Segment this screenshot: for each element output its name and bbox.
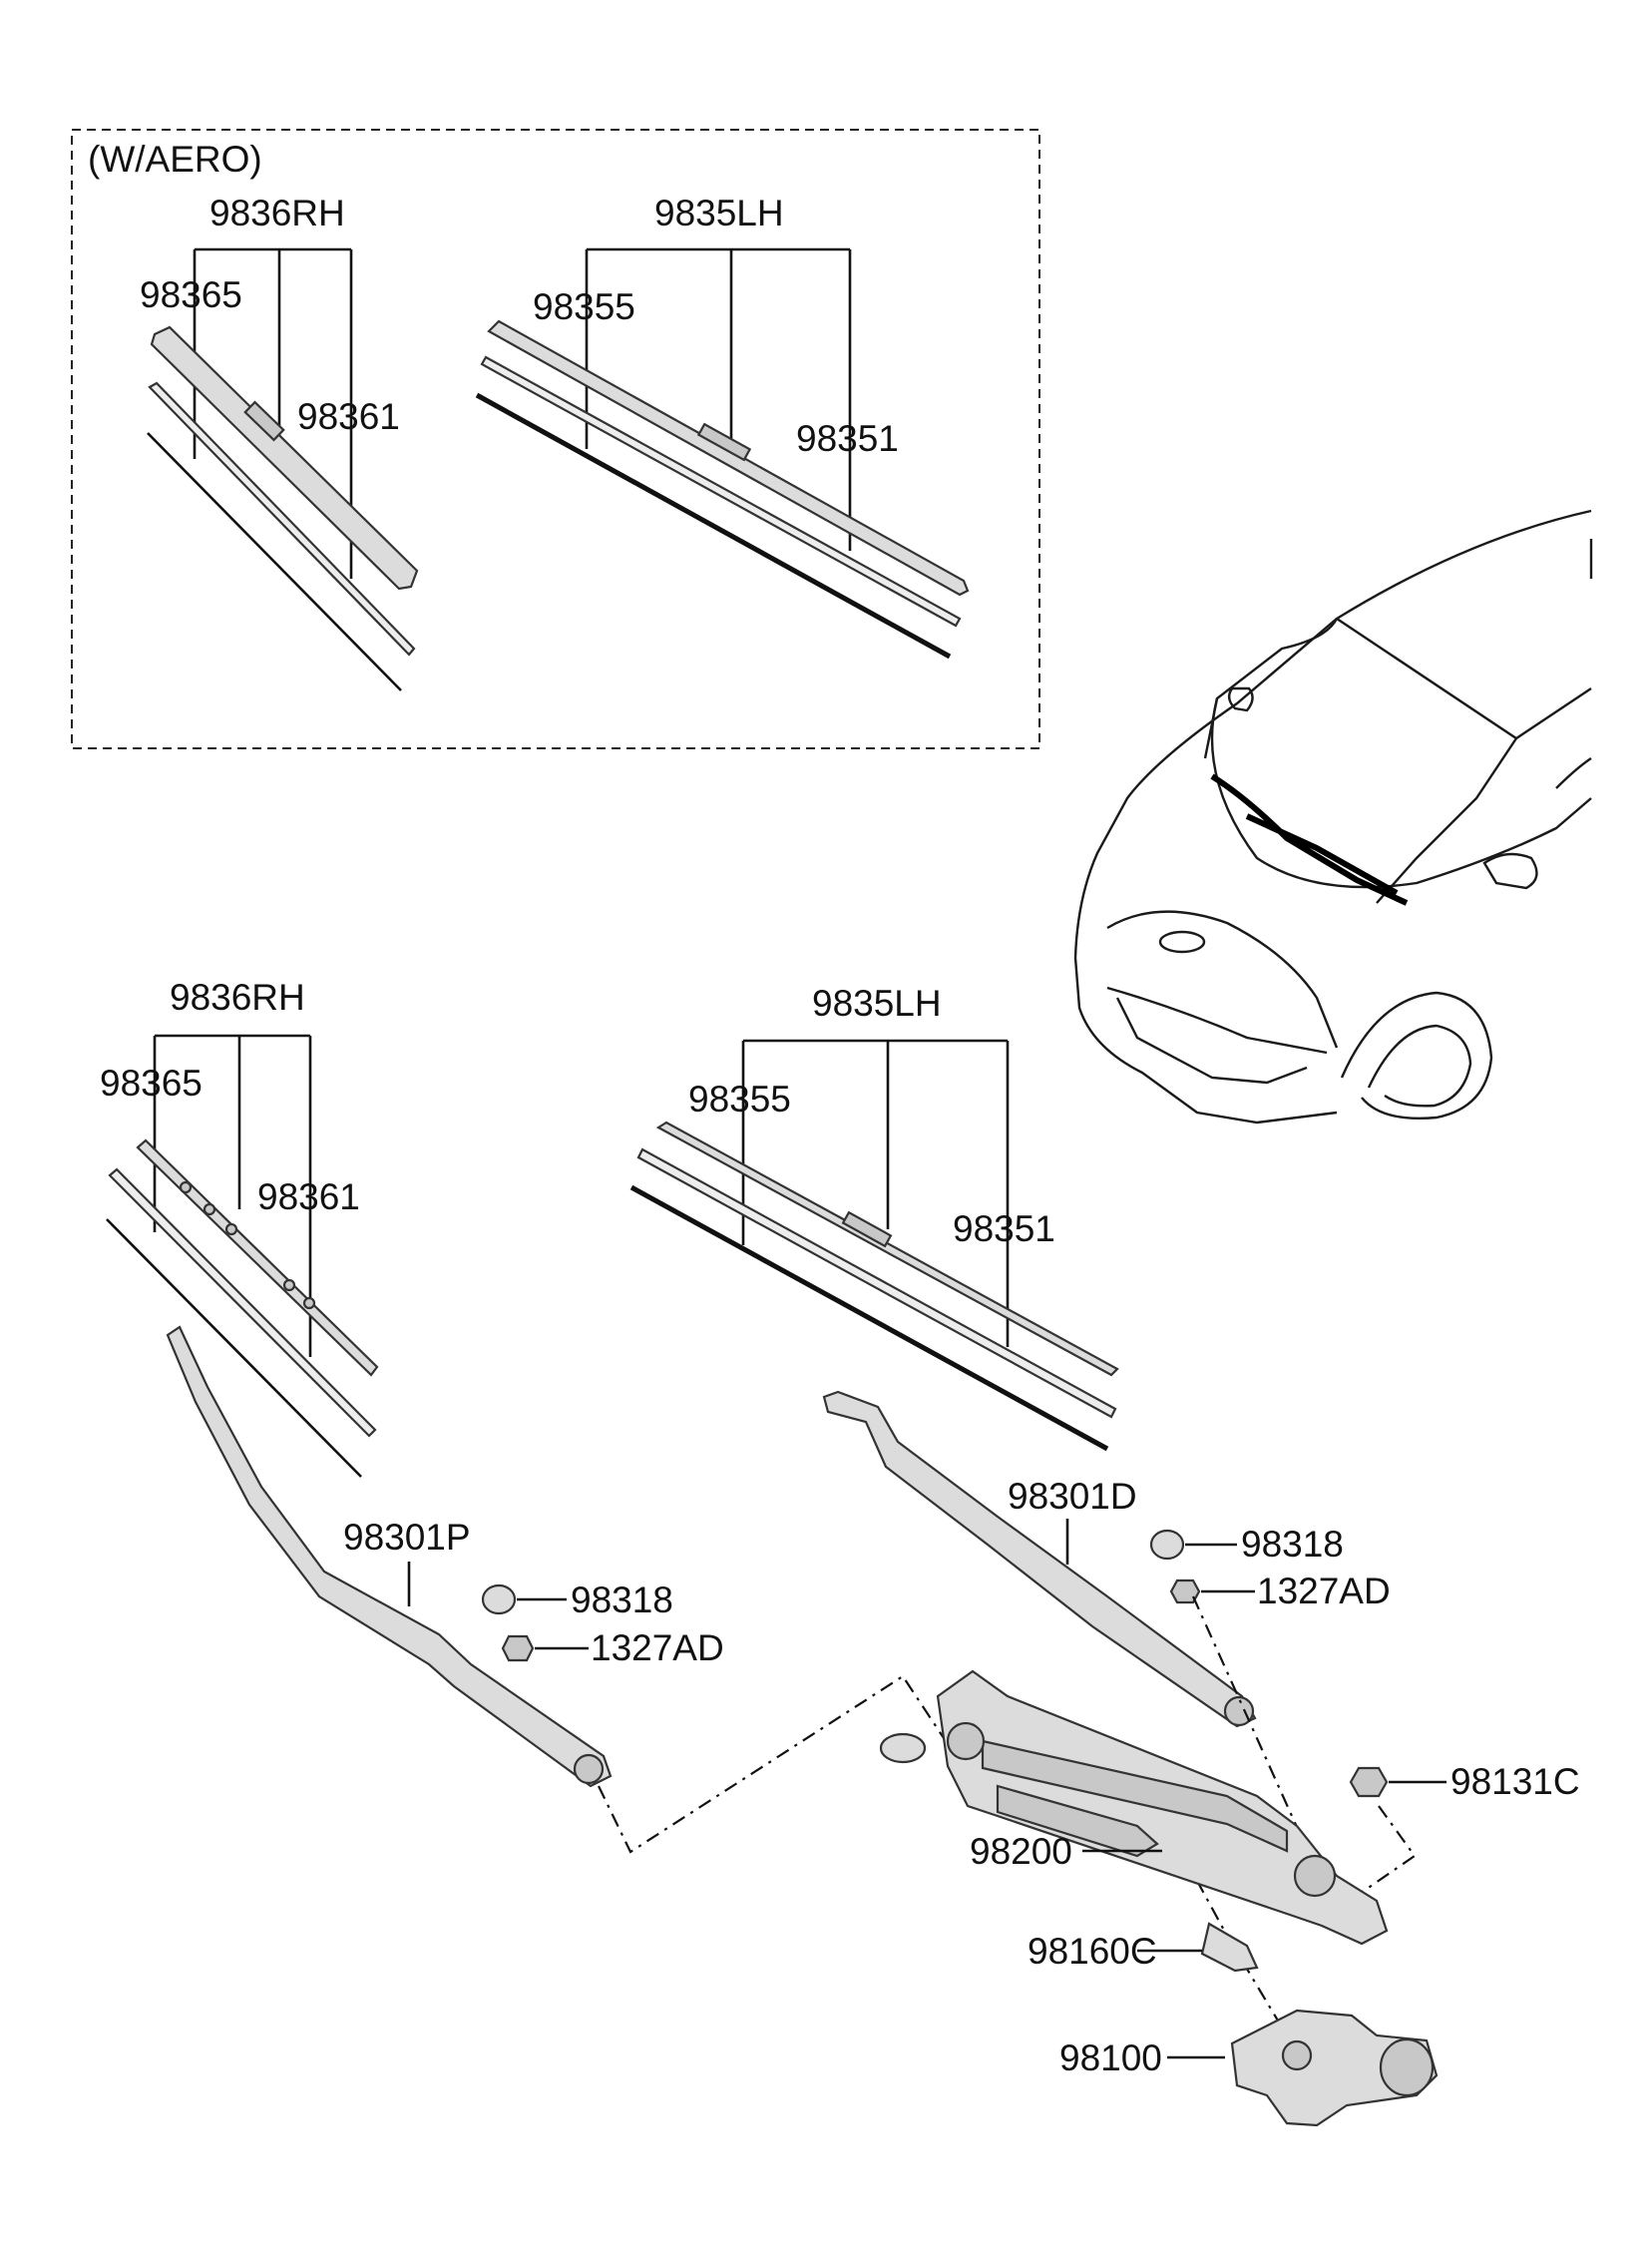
driver-arm-pivot xyxy=(1223,1695,1255,1727)
wiper-motor-group: 98100 xyxy=(1059,2009,1439,2127)
std-lh-assembly-label: 9835LH xyxy=(812,983,942,1024)
std-rh-frame-hole xyxy=(179,1180,193,1194)
car-body-detail xyxy=(1555,539,1593,789)
car-front-wheel xyxy=(1340,991,1493,1120)
car-front-fascia xyxy=(1106,910,1339,1055)
std-lh-blade-assembly[interactable]: 9835LH 98355 98351 xyxy=(629,983,1119,1452)
aero-lh-part-98355-label: 98355 xyxy=(533,286,635,327)
std-lh-blade-clip xyxy=(841,1210,893,1248)
car-hood-windshield xyxy=(1203,618,1592,904)
aero-rh-assembly-label: 9836RH xyxy=(209,193,345,233)
aero-lh-rail[interactable] xyxy=(475,392,952,660)
std-lh-blade-frame[interactable] xyxy=(655,1121,1119,1377)
std-rh-part-98361-label: 98361 xyxy=(257,1176,360,1217)
right-pivot-nut[interactable] xyxy=(1169,1578,1201,1604)
linkage-pivot-left xyxy=(946,1721,986,1761)
motor-bracket-group: 98160C xyxy=(1028,1922,1259,1973)
aero-lh-blade-clip xyxy=(696,422,752,462)
guide-line-left xyxy=(598,1674,947,1854)
aero-rh-blade[interactable] xyxy=(150,325,419,591)
aero-lh-leader-lines xyxy=(585,247,852,551)
linkage-rod-upper xyxy=(981,1739,1289,1853)
motor-bracket[interactable] xyxy=(1200,1922,1259,1973)
passenger-arm-pivot xyxy=(573,1753,605,1785)
left-pivot-nut[interactable] xyxy=(501,1634,535,1662)
left-nut-label: 1327AD xyxy=(591,1627,724,1668)
std-rh-rail[interactable] xyxy=(106,1218,362,1478)
aero-lh-part-98351-label: 98351 xyxy=(796,418,899,459)
std-lh-part-98355-label: 98355 xyxy=(688,1079,791,1120)
car-roof-rail-marker xyxy=(1227,686,1254,712)
car-grille xyxy=(1115,997,1308,1085)
std-rh-frame-hole xyxy=(224,1222,238,1236)
linkage-mount-left xyxy=(879,1732,927,1764)
std-rh-frame-hole xyxy=(302,1296,316,1310)
passenger-wiper-arm[interactable] xyxy=(166,1325,613,1788)
aero-group-frame xyxy=(71,129,1040,749)
linkage-label: 98200 xyxy=(970,1831,1072,1872)
std-rh-assembly-label: 9836RH xyxy=(170,977,305,1018)
car-side-mirror xyxy=(1482,852,1538,890)
motor-label: 98100 xyxy=(1059,2037,1162,2078)
aero-group: (W/AERO) 9836RH 98365 98361 9835LH 98355… xyxy=(71,129,1040,749)
wiper-arms: 98301P 98301D xyxy=(166,1325,1257,1788)
std-rh-frame-hole xyxy=(282,1278,296,1292)
car-body-outline xyxy=(1073,509,1592,1125)
std-lh-leader-lines xyxy=(741,1039,1010,1347)
car-emblem xyxy=(1158,930,1206,954)
right-pivot-cap[interactable] xyxy=(1149,1529,1185,1561)
std-rh-blade-frame[interactable] xyxy=(136,1138,379,1377)
linkage-pivot-right xyxy=(1293,1854,1337,1898)
passenger-arm-label: 98301P xyxy=(343,1517,471,1558)
std-rh-blade-assembly[interactable]: 9836RH 98365 98361 xyxy=(100,977,379,1478)
std-lh-rail[interactable] xyxy=(629,1184,1109,1452)
std-rh-frame-hole xyxy=(203,1202,216,1216)
std-rh-leader-lines xyxy=(153,1034,312,1357)
wiper-linkage: 98200 xyxy=(879,1669,1389,1946)
driver-wiper-arm[interactable] xyxy=(822,1390,1257,1728)
right-cap-label: 98318 xyxy=(1241,1524,1344,1565)
aero-lh-assembly-label: 9835LH xyxy=(654,193,784,233)
driver-arm-label: 98301D xyxy=(1008,1476,1137,1517)
linkage-bolt[interactable] xyxy=(1349,1766,1389,1798)
aero-rh-rail[interactable] xyxy=(147,432,402,691)
std-rh-part-98365-label: 98365 xyxy=(100,1063,203,1104)
arm-hardware: 98318 1327AD 98318 1327AD 98131C xyxy=(481,1524,1580,1802)
std-lh-part-98351-label: 98351 xyxy=(953,1208,1055,1249)
motor-crank xyxy=(1281,2039,1313,2071)
aero-lh-blade[interactable] xyxy=(487,319,970,597)
bolt-label: 98131C xyxy=(1450,1761,1580,1802)
wiper-motor[interactable] xyxy=(1230,2009,1439,2127)
aero-lh-blade-assembly[interactable]: 9835LH 98355 98351 xyxy=(475,193,970,660)
car-front-wheel-rim xyxy=(1367,1024,1472,1108)
aero-rh-rubber-strip[interactable] xyxy=(148,381,416,657)
guide-line-bolt xyxy=(1356,1805,1417,1897)
vehicle-illustration xyxy=(1073,509,1593,1125)
aero-lh-rubber-strip[interactable] xyxy=(480,355,962,628)
aero-rh-part-98361-label: 98361 xyxy=(297,396,400,437)
aero-rh-blade-assembly[interactable]: 9836RH 98365 98361 xyxy=(140,193,419,691)
car-wiper-blades xyxy=(1210,773,1409,906)
aero-rh-part-98365-label: 98365 xyxy=(140,274,242,315)
aero-group-title: (W/AERO) xyxy=(88,139,262,180)
std-lh-rubber-strip[interactable] xyxy=(636,1147,1117,1419)
left-cap-label: 98318 xyxy=(571,1579,673,1620)
right-nut-label: 1327AD xyxy=(1257,1571,1391,1611)
bracket-label: 98160C xyxy=(1028,1931,1157,1972)
aero-rh-blade-clip xyxy=(243,400,285,442)
left-pivot-cap[interactable] xyxy=(481,1583,517,1615)
std-rh-rubber-strip[interactable] xyxy=(108,1167,377,1438)
motor-housing xyxy=(1379,2037,1435,2097)
